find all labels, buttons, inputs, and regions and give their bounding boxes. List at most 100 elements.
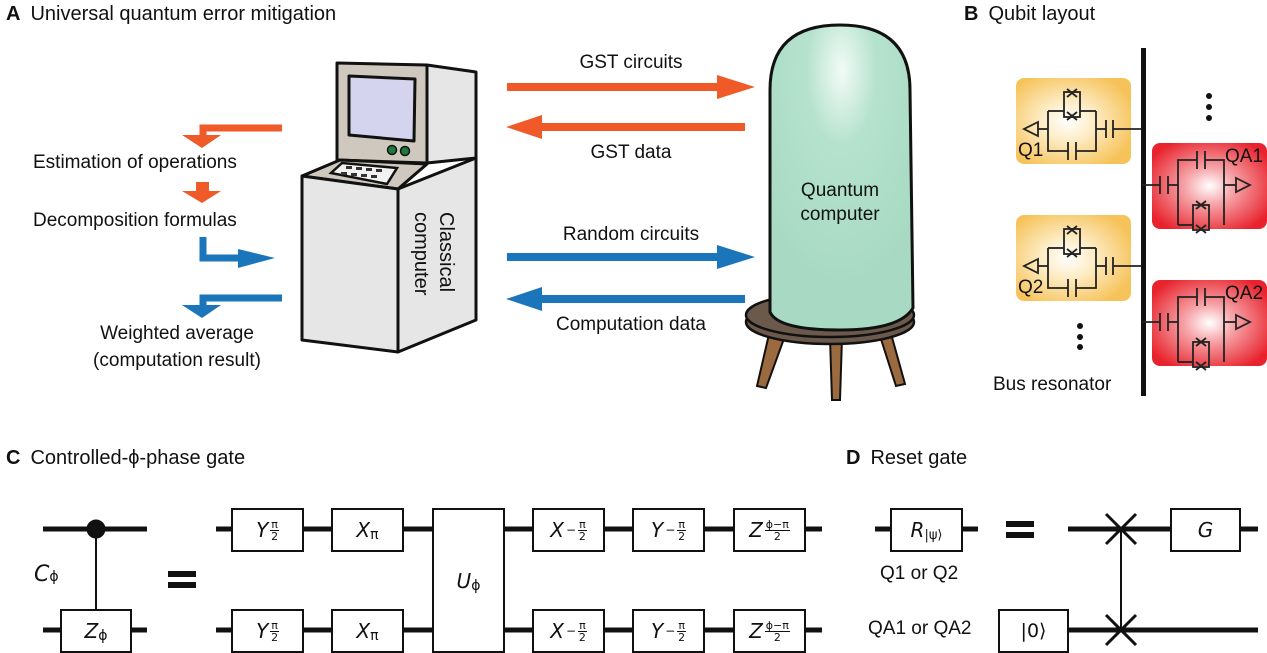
panel-a-letter: A xyxy=(6,3,21,25)
computation-data-label: Computation data xyxy=(556,314,706,335)
ancilla-qa2-label: QA2 xyxy=(1225,283,1264,304)
quantum-computer-icon xyxy=(744,23,916,401)
panel-b-title: B Qubit layout xyxy=(964,3,1095,26)
panel-b-letter: B xyxy=(964,3,979,25)
gate-op: X xyxy=(550,619,564,643)
gate-op: Y xyxy=(651,518,664,542)
step-estimation: Estimation of operations xyxy=(33,152,237,173)
frac-num: π xyxy=(578,618,587,632)
gate-op: Y xyxy=(256,619,269,643)
gate-sign: − xyxy=(566,523,577,537)
frac-den: 2 xyxy=(773,630,781,644)
classical-computer-label-line2: computer xyxy=(410,212,432,296)
panel-d-letter: D xyxy=(846,447,861,469)
computation-data-arrow xyxy=(506,287,745,311)
swap-cross-top-icon xyxy=(1104,512,1138,546)
frac-den: 2 xyxy=(773,529,781,543)
qubit-q2-block xyxy=(1016,215,1141,301)
swap-cross-bottom-icon xyxy=(1104,613,1138,647)
gate-op: Y xyxy=(651,619,664,643)
gate-sign: − xyxy=(665,624,676,638)
panel-c-letter: C xyxy=(6,447,21,469)
reset-target-label: Q1 or Q2 xyxy=(880,563,959,584)
frac-num: π xyxy=(270,618,279,632)
frac-num: π xyxy=(578,517,587,531)
gate-z-phi-op: Z xyxy=(84,619,99,643)
frac-num: π xyxy=(677,517,686,531)
gate-sub: π xyxy=(370,628,379,644)
gate-sign: − xyxy=(665,523,676,537)
gate-sign: − xyxy=(566,624,577,638)
frac-den: 2 xyxy=(678,630,686,644)
frac-den: 2 xyxy=(271,630,279,644)
flow-arrow-to-computer xyxy=(199,237,275,268)
panel-a-title-text: Universal quantum error mitigation xyxy=(30,3,337,25)
gate-op: Z xyxy=(749,518,763,542)
quantum-computer-label-line2: computer xyxy=(800,204,880,225)
flow-arrow-decomposition xyxy=(182,182,221,203)
step-computation-result: (computation result) xyxy=(93,350,261,371)
qubit-q1-block xyxy=(1016,78,1141,164)
qubit-q2-label: Q2 xyxy=(1018,277,1044,298)
frac-num: π xyxy=(677,618,686,632)
gate-sub: |ψ⟩ xyxy=(924,527,943,543)
frac-num: π xyxy=(270,517,279,531)
qubit-q1-label: Q1 xyxy=(1018,140,1044,161)
gst-circuits-arrow xyxy=(507,75,755,99)
classical-computer-label-line1: Classical xyxy=(435,212,457,292)
frac-den: 2 xyxy=(271,529,279,543)
gate-g: G xyxy=(1170,508,1241,552)
step-weighted-average: Weighted average xyxy=(100,323,254,344)
ancilla-target-label: QA1 or QA2 xyxy=(868,618,972,639)
gate-op: Z xyxy=(749,619,763,643)
gst-data-label: GST data xyxy=(590,142,672,163)
gate-op: G xyxy=(1197,518,1214,542)
gate-sub: π xyxy=(370,527,379,543)
classical-computer-icon xyxy=(300,61,478,354)
gst-data-arrow xyxy=(506,115,745,139)
ancilla-qa1-block xyxy=(1142,143,1267,234)
random-circuits-label: Random circuits xyxy=(562,224,700,245)
bus-resonator-line xyxy=(1141,48,1146,396)
frac-den: 2 xyxy=(678,529,686,543)
panel-d-title-text: Reset gate xyxy=(870,447,968,469)
controlled-phase-label: Cϕ xyxy=(34,562,59,587)
quantum-computer-label-line1: Quantum xyxy=(801,180,879,201)
ancilla-qa1-label: QA1 xyxy=(1225,146,1264,167)
ellipsis-dots-bottom xyxy=(1077,323,1083,350)
ellipsis-dots-top xyxy=(1206,93,1212,121)
gate-reset: R|ψ⟩ xyxy=(890,508,963,552)
panel-b-title-text: Qubit layout xyxy=(988,3,1096,25)
control-label-letter: C xyxy=(34,562,50,587)
flow-arrow-estimation xyxy=(182,124,282,148)
gate-sub: ϕ xyxy=(471,577,481,594)
gst-circuits-label: GST circuits xyxy=(579,52,683,73)
gate-z-phi-sub: ϕ xyxy=(98,628,108,644)
frac-den: 2 xyxy=(578,630,586,644)
random-circuits-arrow xyxy=(507,245,755,269)
gate-op: U xyxy=(456,568,472,593)
frac-num: ϕ−π xyxy=(764,618,790,632)
ancilla-qa2-block xyxy=(1142,280,1267,371)
gate-init-zero: |0⟩ xyxy=(998,609,1069,653)
frac-num: ϕ−π xyxy=(764,517,790,531)
gate-op: X xyxy=(356,518,371,542)
